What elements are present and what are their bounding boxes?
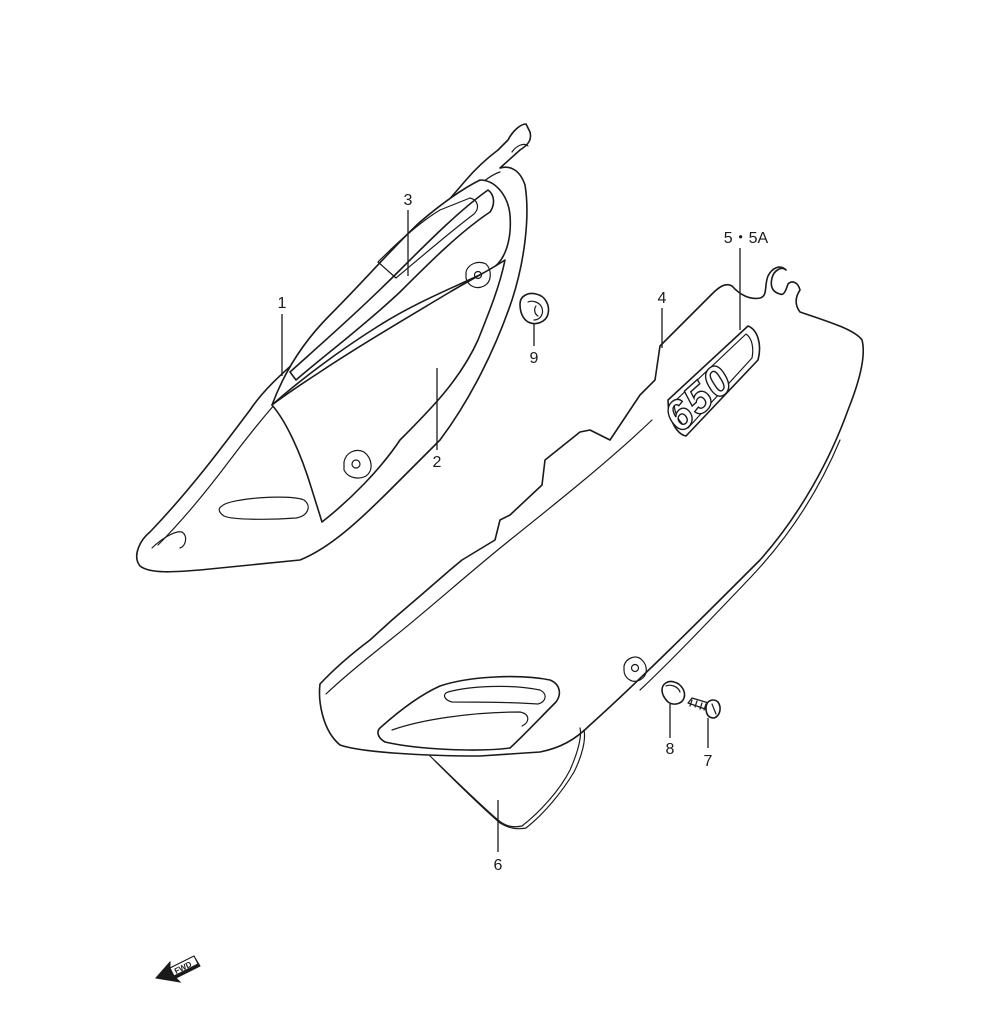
washer-8 [661,680,686,705]
grommet-9 [519,292,550,325]
callout-2: 2 [433,454,442,471]
callout-1: 1 [278,295,287,312]
callout-3: 3 [404,192,413,209]
callout-8: 8 [666,741,675,758]
callout-4: 4 [658,290,667,307]
screw-7 [687,697,721,719]
callout-6: 6 [494,857,503,874]
seal-strip-6 [429,727,586,830]
callout-5-5a: 5・5A [724,230,769,247]
leader-lines [281,210,741,852]
callout-7: 7 [704,753,713,770]
callout-9: 9 [530,350,539,367]
fwd-arrow-icon: FWD [155,955,201,983]
top-strip-panel [289,189,495,381]
